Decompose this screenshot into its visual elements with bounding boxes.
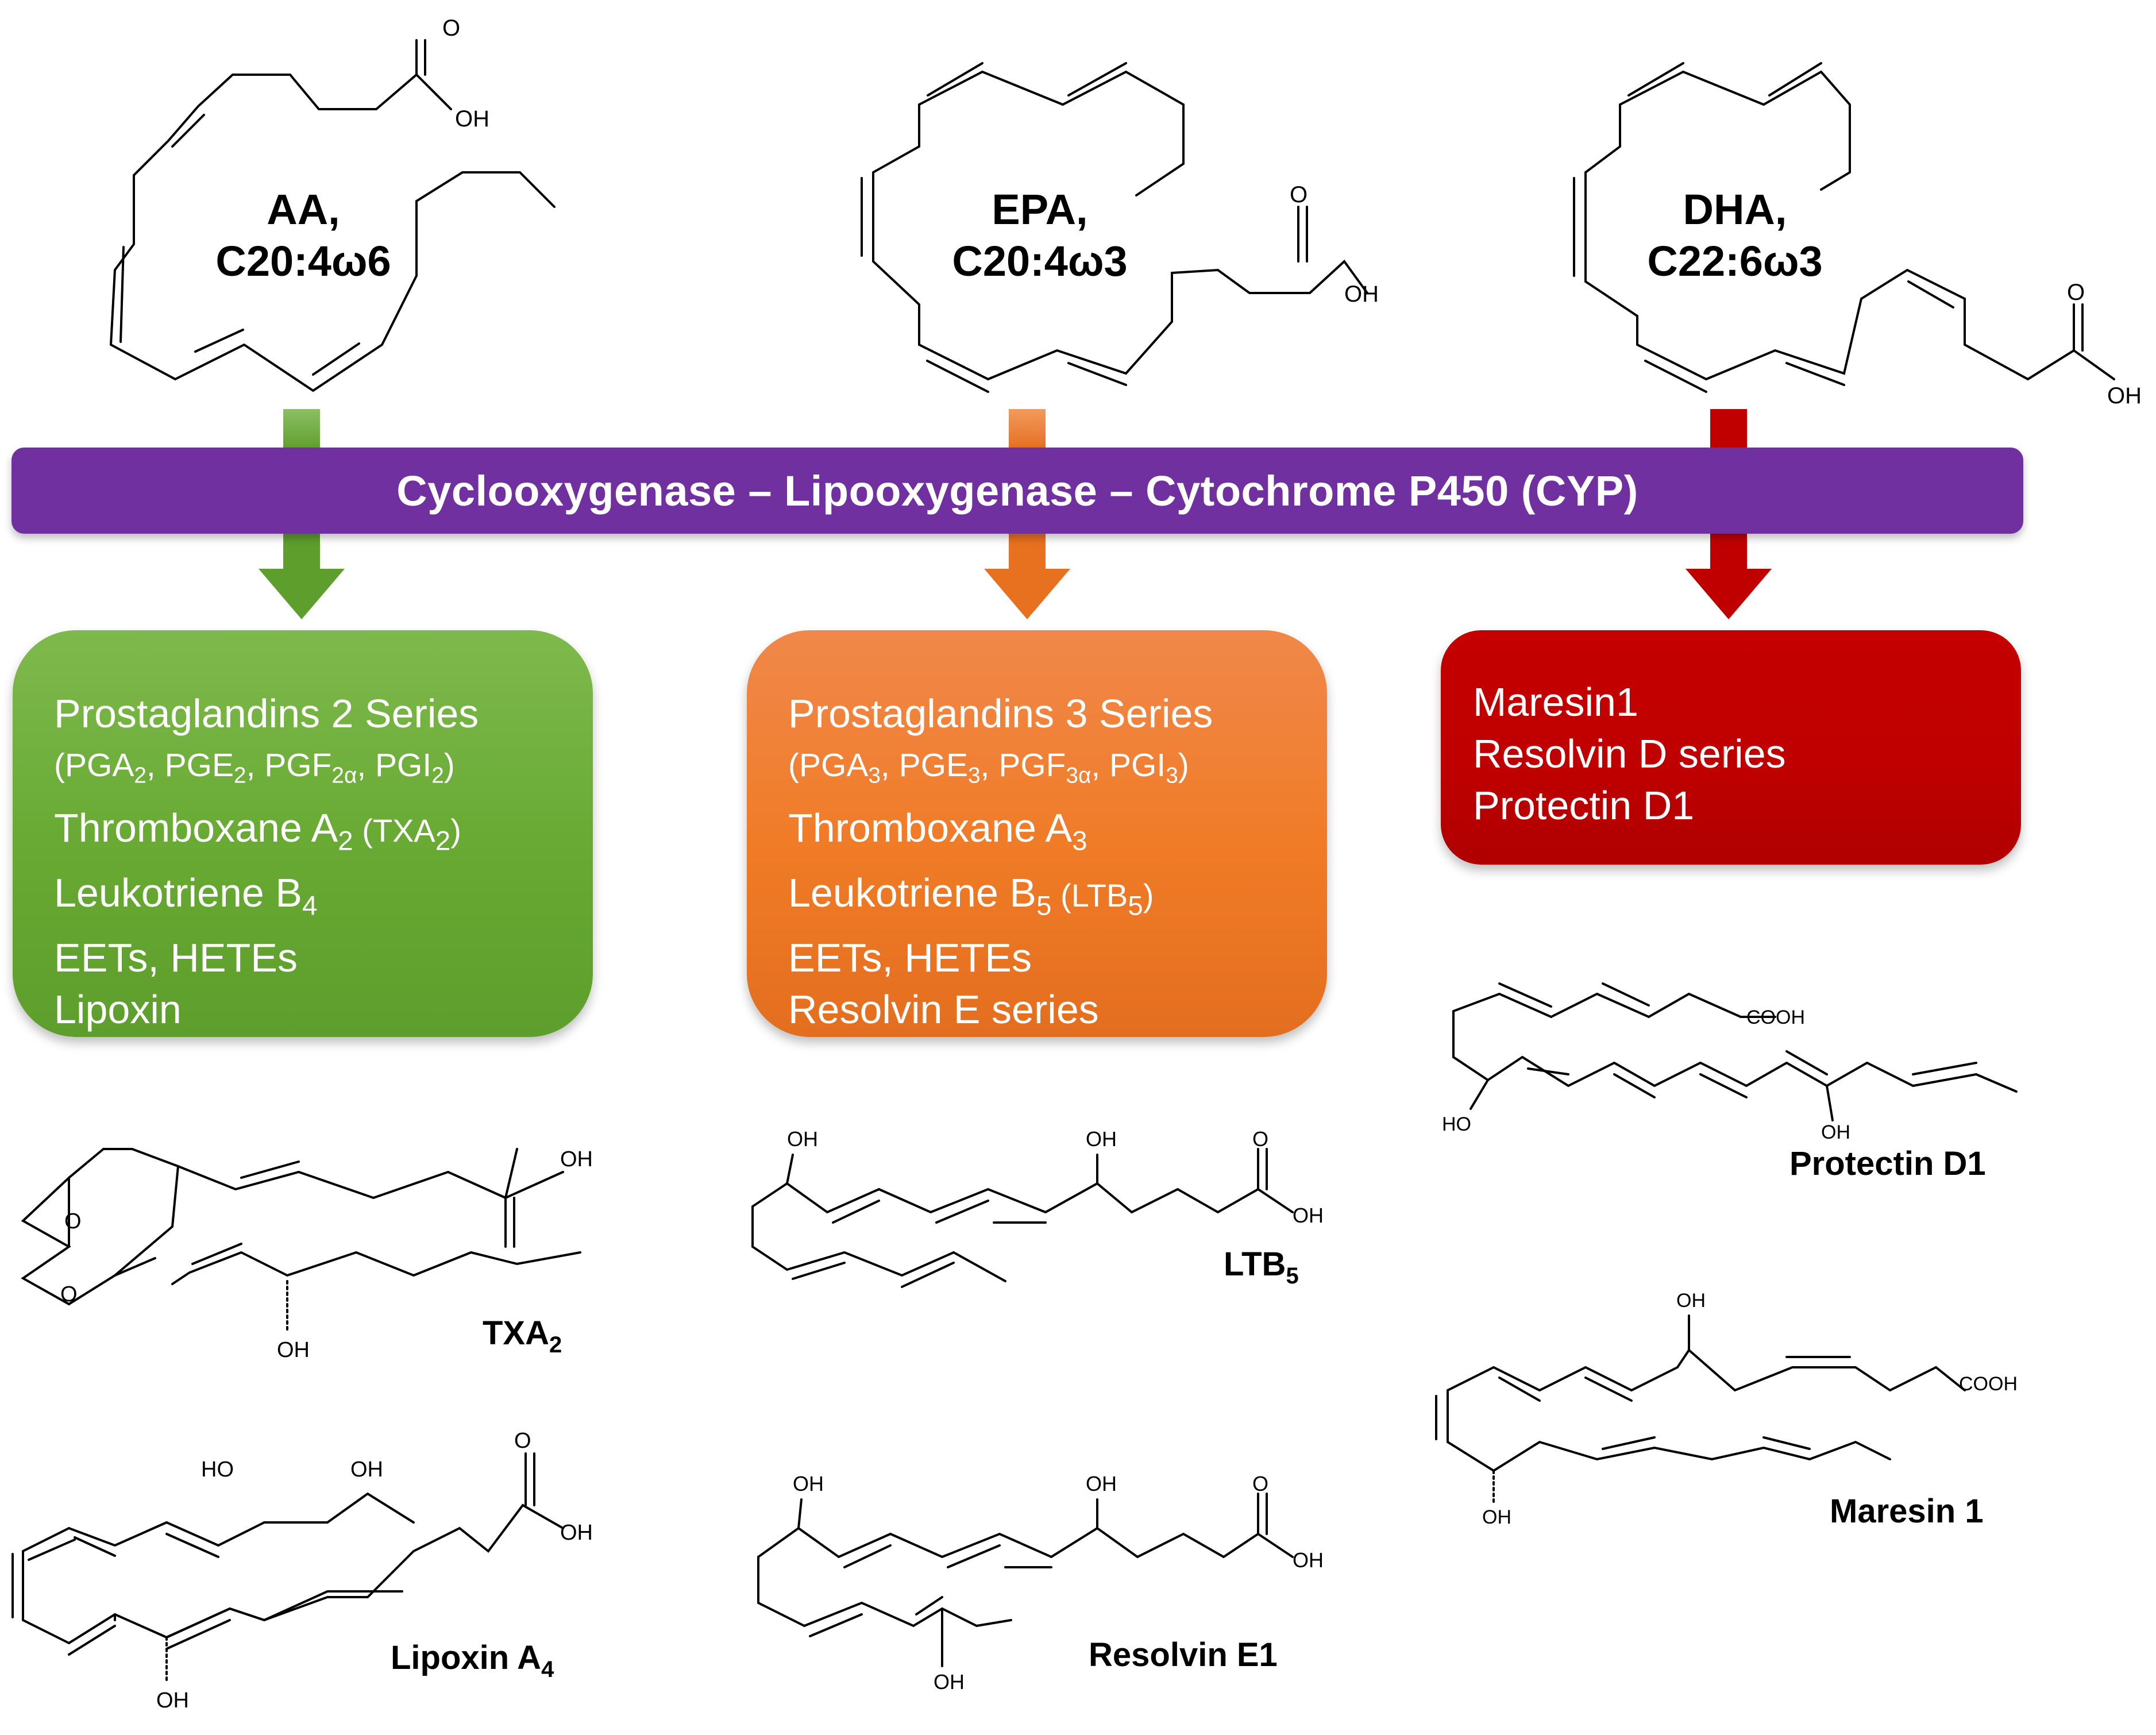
epa-line-4: Leukotriene B5 (LTB5): [788, 870, 1154, 922]
resolvin-oxygen: O: [1252, 1472, 1268, 1495]
dha-oxygen: O: [2067, 280, 2085, 305]
epa-structure: [861, 62, 1368, 393]
resolvin-label: Resolvin E1: [1089, 1636, 1278, 1674]
aa-name: AA,: [267, 186, 340, 233]
lipoxin-oxygen: O: [514, 1429, 531, 1453]
ltb5-structure: [751, 1148, 1294, 1288]
lipoxin-label: Lipoxin A4: [391, 1639, 554, 1682]
aa-line-2: (PGA2, PGE2, PGF2α, PGI2): [54, 747, 455, 788]
aa-products-box: Prostaglandins 2 Series (PGA2, PGE2, PGF…: [13, 630, 593, 1037]
resolvin-structure: [757, 1493, 1294, 1667]
txa2-structure: [21, 1148, 581, 1334]
txa2-label: TXA2: [483, 1314, 562, 1358]
dha-line-3: Protectin D1: [1473, 783, 1695, 828]
enzyme-band-label: Cyclooxygenase – Lipooxygenase – Cytochr…: [396, 466, 1638, 515]
maresin-label: Maresin 1: [1830, 1493, 1984, 1530]
dha-line-2: Resolvin D series: [1473, 731, 1786, 776]
ltb5-hydroxyl-acid: OH: [1293, 1204, 1324, 1227]
lipoxin-hydroxyl-a: OH: [350, 1458, 383, 1482]
aa-structure: [109, 39, 556, 392]
lipoxin-hydroxyl-b: OH: [156, 1688, 189, 1713]
ltb5-hydroxyl-b: OH: [1086, 1127, 1117, 1151]
epa-line-2: (PGA3, PGE3, PGF3α, PGI3): [788, 747, 1189, 788]
resolvin-hydroxyl-a: OH: [793, 1472, 824, 1495]
lipoxin-hydroxyl-acid: OH: [560, 1521, 593, 1545]
dha-line-1: Maresin1: [1473, 680, 1638, 724]
aa-hydroxyl: OH: [455, 106, 489, 132]
aa-oxygen: O: [442, 16, 460, 41]
txa2-oxygen-a: O: [64, 1209, 82, 1233]
txa2-hydroxyl: OH: [277, 1338, 310, 1362]
protectin-ho: HO: [1442, 1113, 1471, 1135]
resolvin-hydroxyl-c: OH: [934, 1670, 965, 1694]
aa-line-3: Thromboxane A2 (TXA2): [54, 805, 461, 856]
protectin-hydroxyl: OH: [1821, 1121, 1850, 1143]
dha-hydroxyl: OH: [2107, 383, 2142, 408]
dha-products-box: Maresin1 Resolvin D series Protectin D1: [1441, 630, 2021, 865]
epa-name: EPA,: [992, 186, 1087, 233]
aa-line-4: Leukotriene B4: [54, 870, 318, 922]
epa-line-1: Prostaglandins 3 Series: [788, 691, 1213, 736]
epa-oxygen: O: [1290, 182, 1308, 207]
epa-products-box: Prostaglandins 3 Series (PGA3, PGE3, PGF…: [747, 630, 1327, 1037]
maresin-hydroxyl-b: OH: [1482, 1506, 1511, 1528]
dha-name: DHA,: [1683, 186, 1787, 233]
maresin-structure: [1435, 1314, 1966, 1506]
aa-line-6: Lipoxin: [54, 987, 182, 1032]
aa-formula: C20:4ω6: [215, 237, 391, 285]
aa-line-1: Prostaglandins 2 Series: [54, 691, 479, 736]
txa2-oxygen-b: O: [60, 1282, 78, 1306]
ltb5-hydroxyl-a: OH: [787, 1127, 818, 1151]
epa-line-3: Thromboxane A3: [788, 805, 1087, 856]
epa-line-6: Resolvin E series: [788, 987, 1099, 1032]
txa2-hydroxyl-acid: OH: [560, 1147, 593, 1171]
dha-formula: C22:6ω3: [1647, 237, 1822, 285]
lipoxin-structure: [11, 1452, 564, 1684]
aa-line-5: EETs, HETEs: [54, 935, 298, 981]
protectin-acid: COOH: [1746, 1007, 1805, 1028]
resolvin-hydroxyl-b: OH: [1086, 1472, 1117, 1495]
lipoxin-ho: HO: [201, 1458, 234, 1482]
epa-hydroxyl: OH: [1344, 282, 1379, 307]
enzyme-band: Cyclooxygenase – Lipooxygenase – Cytochr…: [11, 448, 2023, 534]
ltb5-label: LTB5: [1224, 1246, 1299, 1289]
maresin-hydroxyl-a: OH: [1676, 1290, 1706, 1312]
protectin-structure: [1452, 982, 2018, 1121]
aa-arrow: [259, 409, 345, 619]
ltb5-oxygen: O: [1252, 1127, 1268, 1151]
epa-line-5: EETs, HETEs: [788, 935, 1032, 981]
dha-structure: [1573, 62, 2115, 393]
protectin-label: Protectin D1: [1789, 1145, 1986, 1182]
dha-arrow: [1686, 409, 1772, 619]
resolvin-hydroxyl-acid: OH: [1293, 1548, 1324, 1572]
maresin-acid: COOH: [1959, 1373, 2018, 1395]
epa-arrow: [984, 409, 1070, 619]
epa-formula: C20:4ω3: [952, 237, 1127, 285]
